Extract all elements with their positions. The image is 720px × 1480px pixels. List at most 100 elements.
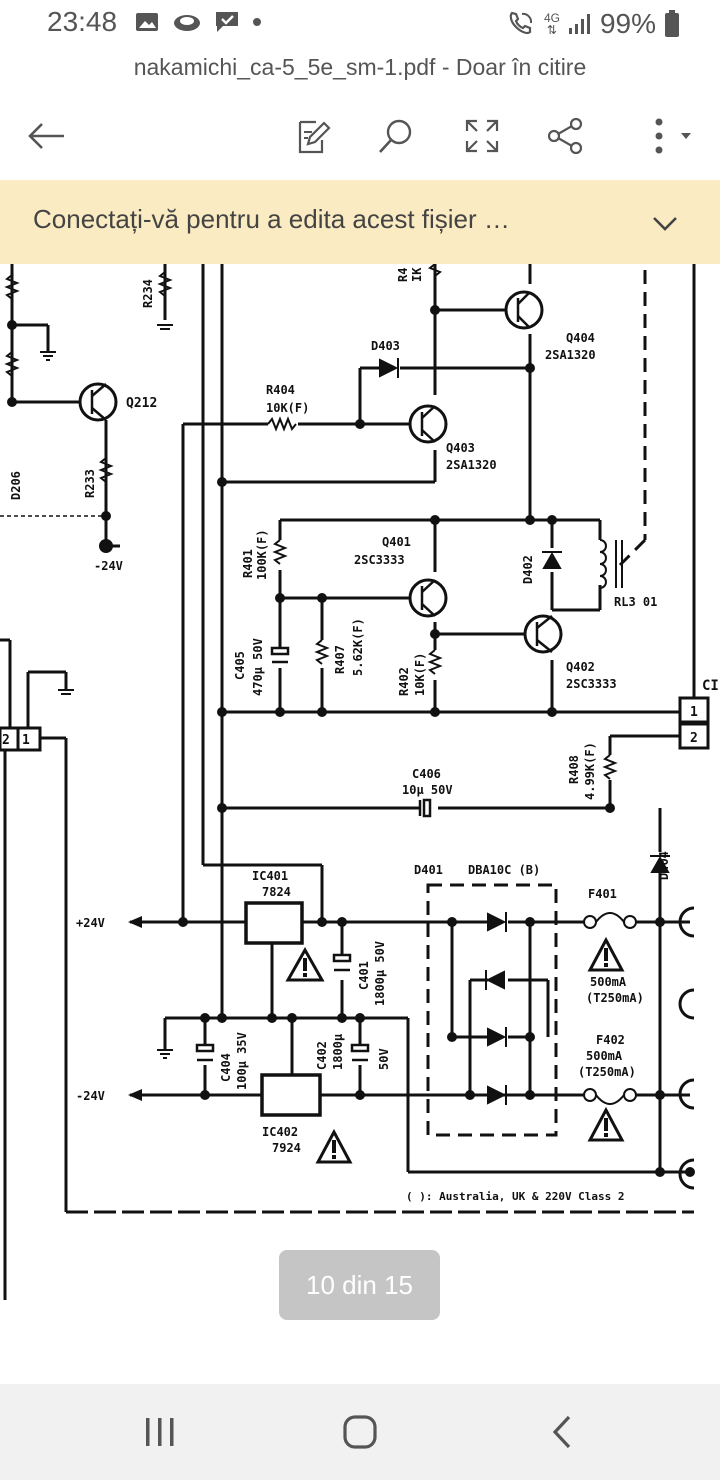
f401-value: 500mA [590,975,627,989]
c402-voltage: 50V [377,1048,391,1070]
r4-label: R4 [396,268,410,282]
recents-button[interactable] [136,1408,184,1456]
c406-value: 10μ 50V [402,783,453,797]
d402-label: D402 [521,555,535,584]
pdf-page[interactable]: Q212 R234 D206 R233 -24V R4 IK D403 Q404… [0,264,720,1384]
system-icons: 4G⇅ 99% [506,8,680,40]
gallery-icon [136,13,158,31]
battery-icon [665,10,679,37]
system-navigation-bar [0,1384,720,1480]
d401-part: DBA10C (B) [468,863,540,877]
ic402-label: IC402 [262,1125,298,1139]
sign-in-banner[interactable]: Conectați-vă pentru a edita acest fișier… [0,180,720,264]
page-indicator: 10 din 15 [279,1250,440,1320]
volte-call-icon [509,11,532,35]
fullscreen-icon [465,119,499,153]
q402-part: 2SC3333 [566,677,617,691]
more-options-button[interactable] [630,110,700,162]
f402-label: F402 [596,1033,625,1047]
chevron-down-icon[interactable] [650,208,680,238]
ic401-label: IC401 [252,869,288,883]
d206-label: D206 [9,471,23,500]
r407-label: R407 [333,645,347,674]
home-button[interactable] [336,1408,384,1456]
d403-label: D403 [371,339,400,353]
neg24-label: -24V [76,1089,105,1103]
r234-label: R234 [141,279,155,308]
c402-label: C402 [315,1041,329,1070]
c401-label: C401 [357,961,371,990]
ic401-part: 7824 [262,885,291,899]
r404-value: 10K(F) [266,401,309,415]
c406-label: C406 [412,767,441,781]
ik-label: IK [410,267,424,282]
document-title: nakamichi_ca-5_5e_sm-1.pdf - Doar în cit… [133,54,587,80]
c404-value: 100μ 35V [235,1032,249,1090]
pos24-label: +24V [76,916,105,930]
search-button[interactable] [368,110,424,162]
d401-label: D401 [414,863,443,877]
left-connector-pin2: 2 [2,733,10,748]
d404-label: D404 [657,851,671,880]
edit-button[interactable] [284,110,340,162]
r408-value: 4.99K(F) [583,742,597,800]
share-icon [547,117,583,155]
message-icon [216,12,238,32]
back-button[interactable] [18,110,74,162]
region-note: ( ): Australia, UK & 220V Class 2 [406,1190,625,1203]
back-chevron-icon [552,1415,571,1449]
share-button[interactable] [538,110,594,162]
q404-label: Q404 [566,331,595,345]
system-back-button[interactable] [538,1408,586,1456]
toolbar [0,100,720,172]
q402-label: Q402 [566,660,595,674]
cloud-icon [174,15,200,31]
c402-value: 1800μ [331,1034,345,1070]
r402-label: R402 [397,667,411,696]
status-time: 23:48 [47,6,118,37]
connector-pin1: 1 [690,705,698,720]
left-connector-pin1: 1 [22,733,30,748]
f402-alt: (T250mA) [578,1065,636,1079]
schematic-diagram: Q212 R234 D206 R233 -24V R4 IK D403 Q404… [0,264,719,1300]
q404-part: 2SA1320 [545,348,596,362]
status-bar: 23:48 4G⇅ 99% [0,0,720,48]
rl301-label: RL3 01 [614,595,657,609]
f401-label: F401 [588,887,617,901]
notification-icons [134,10,262,34]
more-vert-icon [655,118,691,154]
battery-percent: 99% [599,8,656,39]
f401-alt: (T250mA) [586,991,644,1005]
fullscreen-button[interactable] [454,110,510,162]
arrow-left-icon [28,123,64,149]
q401-part: 2SC3333 [354,553,405,567]
r404-label: R404 [266,383,295,397]
edit-pen-icon [298,120,331,154]
q403-part: 2SA1320 [446,458,497,472]
ic402-part: 7924 [272,1141,301,1155]
dot-icon [253,18,261,26]
neg24-top-label: -24V [94,559,123,573]
q212-label: Q212 [126,396,157,411]
c405-label: C405 [233,651,247,680]
search-icon [379,119,412,153]
r408-label: R408 [567,755,581,784]
banner-text: Conectați-vă pentru a edita acest fișier… [33,204,510,234]
c404-label: C404 [219,1053,233,1082]
home-icon [343,1415,377,1449]
r407-value: 5.62K(F) [351,618,365,676]
q403-label: Q403 [446,441,475,455]
c401-value: 1800μ 50V [373,941,387,1006]
connector-label: CI [702,678,719,694]
network-type: 4G⇅ [543,11,560,37]
connector-pin2: 2 [690,731,698,746]
f402-value: 500mA [586,1049,623,1063]
r402-value: 10K(F) [413,653,427,696]
q401-label: Q401 [382,535,411,549]
r401-value: 100K(F) [255,529,269,580]
r401-label: R401 [241,549,255,578]
r233-label: R233 [83,469,97,498]
recents-icon [146,1418,174,1446]
signal-icon [568,14,590,34]
c405-value: 470μ 50V [251,638,265,696]
